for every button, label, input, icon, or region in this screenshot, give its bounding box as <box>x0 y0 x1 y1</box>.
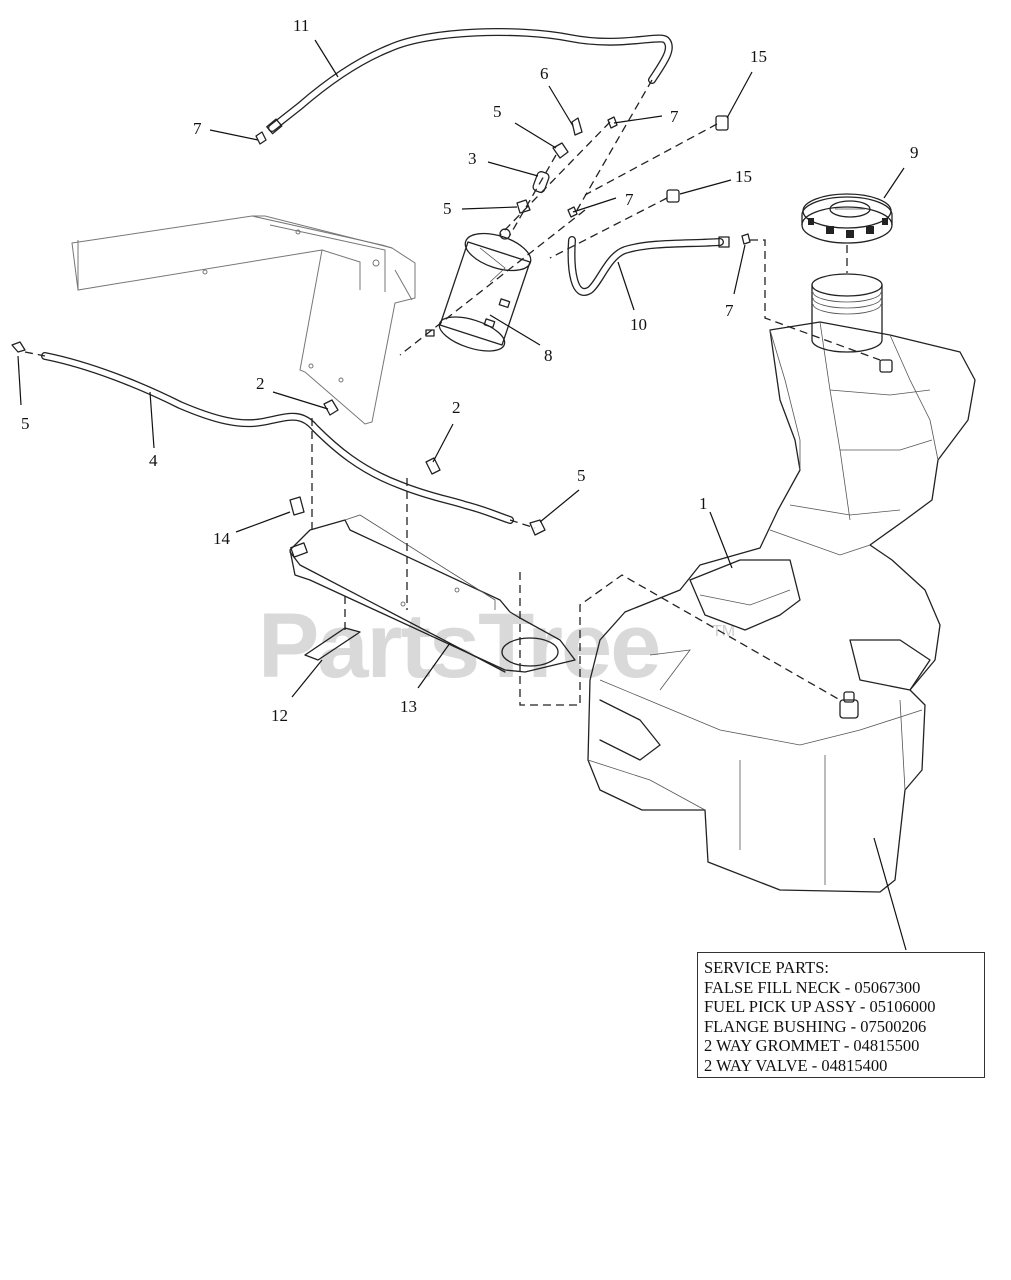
callout-7: 7 <box>670 107 679 126</box>
watermark-tm: TM <box>712 623 735 640</box>
callout-8: 8 <box>544 346 553 365</box>
watermark-text: PartsTree <box>258 595 659 697</box>
fuel-cap <box>801 193 893 244</box>
callout-11: 11 <box>293 16 309 35</box>
fuel-hose-4 <box>41 352 514 524</box>
hardware-fasteners <box>11 115 751 536</box>
leader-lines <box>17 39 907 951</box>
fuel-hose-10 <box>567 236 730 296</box>
callout-14: 14 <box>213 529 231 548</box>
service-part-line: FUEL PICK UP ASSY - 05106000 <box>704 997 936 1016</box>
service-parts-title: SERVICE PARTS: <box>704 958 829 977</box>
callout-5: 5 <box>443 199 452 218</box>
callout-12: 12 <box>271 706 288 725</box>
callout-2: 2 <box>452 398 461 417</box>
fuel-tank <box>587 273 976 893</box>
service-parts-box: SERVICE PARTS: FALSE FILL NECK - 0506730… <box>697 952 985 1078</box>
callout-15: 15 <box>735 167 752 186</box>
watermark: PartsTree TM <box>258 595 735 697</box>
callout-2: 2 <box>256 374 265 393</box>
callout-7: 7 <box>625 190 634 209</box>
service-part-line: 2 WAY GROMMET - 04815500 <box>704 1036 920 1055</box>
fuel-hose-11 <box>266 28 673 135</box>
callout-3: 3 <box>468 149 477 168</box>
callout-13: 13 <box>400 697 417 716</box>
callout-15: 15 <box>750 47 767 66</box>
service-part-line: FALSE FILL NECK - 05067300 <box>704 977 921 997</box>
mounting-bracket <box>71 215 416 425</box>
gasket-strip <box>304 627 361 661</box>
service-part-line: FLANGE BUSHING - 07500206 <box>704 1016 927 1036</box>
service-part-line: 2 WAY VALVE - 04815400 <box>704 1055 888 1075</box>
heat-shield-plate <box>289 514 576 673</box>
callout-1: 1 <box>699 494 708 513</box>
callout-9: 9 <box>910 143 919 162</box>
callout-5: 5 <box>493 102 502 121</box>
assembly-dashed-lines <box>24 79 881 706</box>
callout-numbers: 11 6 15 5 7 7 3 9 15 5 7 10 7 8 5 2 4 2 … <box>21 16 919 725</box>
callout-6: 6 <box>540 64 549 83</box>
callout-5: 5 <box>21 414 30 433</box>
callout-7: 7 <box>193 119 202 138</box>
callout-4: 4 <box>149 451 158 470</box>
callout-5: 5 <box>577 466 586 485</box>
callout-10: 10 <box>630 315 647 334</box>
callout-7: 7 <box>725 301 734 320</box>
